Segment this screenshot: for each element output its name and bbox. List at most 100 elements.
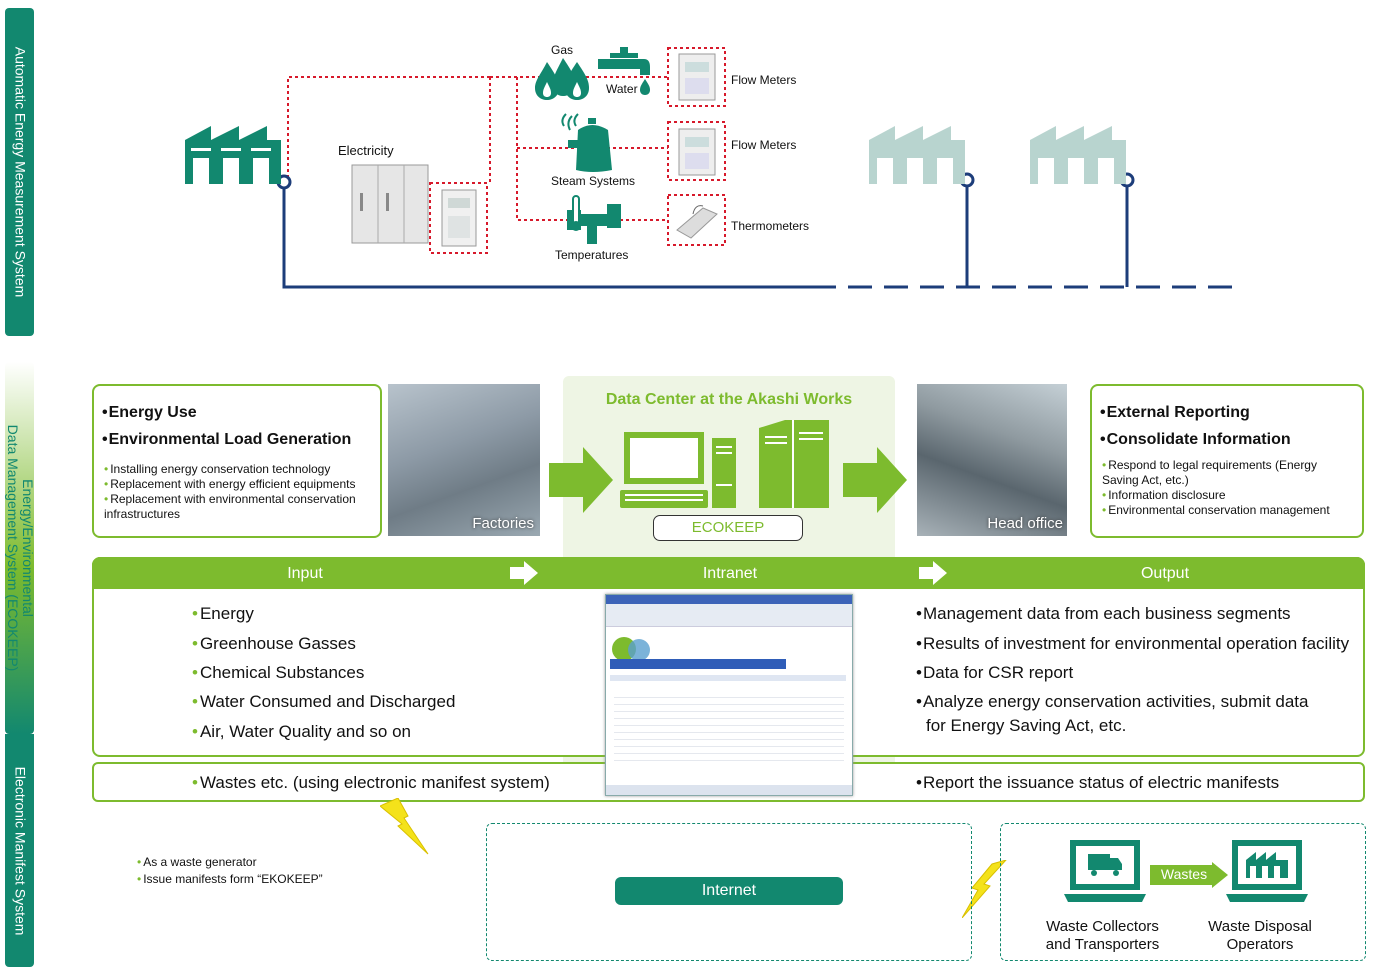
truck-laptop-icon — [1064, 840, 1146, 902]
collectors-label: Waste Collectors and Transporters — [1030, 918, 1175, 954]
list-item: Chemical Substances — [192, 663, 364, 683]
power-meter-icon — [441, 189, 477, 247]
list-item: Information disclosure — [1102, 488, 1327, 503]
wastes-arrow-icon — [1150, 862, 1228, 888]
generator-note: As a waste generator Issue manifests for… — [137, 854, 323, 888]
factories-photo: Factories — [388, 384, 540, 536]
side-label-manifest-text: Electronic Manifest System — [12, 766, 28, 935]
external-reporting-heading: External Reporting — [1100, 404, 1250, 422]
list-item: Replacement with energy efficient equipm… — [104, 477, 374, 492]
list-item: Energy — [192, 604, 254, 624]
computer-icon — [620, 432, 736, 508]
list-item: Greenhouse Gasses — [192, 634, 356, 654]
list-item: Management data from each business segme… — [916, 604, 1291, 624]
browser-titlebar — [606, 595, 852, 604]
input-item-text: Greenhouse Gasses — [199, 634, 356, 653]
energy-use-heading-text: Energy Use — [108, 404, 197, 421]
waste-output-item: Report the issuance status of electric m… — [916, 773, 1279, 793]
water-faucet-icon — [598, 47, 650, 95]
consolidate-heading: Consolidate Information — [1100, 431, 1291, 449]
list-item-continued: for Energy Saving Act, etc. — [926, 716, 1127, 735]
data-center-title: Data Center at the Akashi Works — [605, 391, 853, 408]
flow-meters-label-2: Flow Meters — [731, 138, 797, 152]
waste-output-text: Report the issuance status of electric m… — [922, 773, 1280, 792]
waste-input-item: Wastes etc. (using electronic manifest s… — [192, 773, 550, 793]
factory-icon-2 — [869, 126, 965, 184]
server-rack-icon — [759, 420, 829, 508]
steam-system-icon — [561, 113, 612, 172]
flow-meters-label-1: Flow Meters — [731, 73, 797, 87]
input-header: Input — [287, 565, 323, 582]
water-label: Water — [606, 82, 638, 96]
temperatures-label: Temperatures — [555, 248, 629, 262]
input-item-text: Water Consumed and Discharged — [199, 692, 456, 711]
list-item: Respond to legal requirements (Energy Sa… — [1102, 458, 1327, 488]
factories-photo-label: Factories — [472, 515, 534, 532]
side-label-ecokeep: Energy/Environmental Data Management Sys… — [4, 362, 36, 734]
list-item: As a waste generator — [137, 854, 323, 871]
input-item-text: Air, Water Quality and so on — [199, 722, 411, 741]
head-office-photo-label: Head office — [987, 515, 1063, 532]
output-item-text: Management data from each business segme… — [922, 604, 1291, 623]
arrow-right-icon — [510, 561, 538, 585]
output-item-text: Data for CSR report — [922, 663, 1074, 682]
browser-toolbar — [606, 604, 852, 627]
internet-zone — [486, 823, 972, 961]
gas-flame-icon — [535, 58, 589, 100]
io-header-bar — [92, 557, 1365, 589]
waste-partners-zone — [1000, 823, 1366, 961]
arrow-right-icon — [919, 561, 947, 585]
side-label-manifest: Electronic Manifest System — [5, 734, 34, 967]
arrow-right-icon — [549, 447, 613, 513]
electricity-label: Electricity — [338, 143, 394, 158]
steam-systems-label: Steam Systems — [551, 174, 636, 188]
collectors-label-line2: and Transporters — [1045, 936, 1160, 953]
page-nav-bar — [610, 659, 786, 669]
environmental-load-heading-text: Environmental Load Generation — [108, 431, 352, 448]
flow-meter-device-2 — [678, 128, 716, 176]
list-item: Air, Water Quality and so on — [192, 722, 411, 742]
flow-meter-device-1 — [678, 53, 716, 101]
external-reporting-heading-text: External Reporting — [1106, 404, 1250, 421]
disposal-label-line2: Operators — [1226, 936, 1294, 953]
thermometers-label: Thermometers — [731, 219, 810, 233]
electricity-cabinet-icon — [351, 164, 429, 244]
energy-use-box: Energy Use Environmental Load Generation… — [92, 384, 382, 538]
arrow-right-icon — [843, 447, 907, 513]
external-reporting-box: External Reporting Consolidate Informati… — [1090, 384, 1364, 538]
consolidate-heading-text: Consolidate Information — [1106, 431, 1291, 448]
gas-label: Gas — [551, 43, 574, 57]
list-item: Analyze energy conservation activities, … — [916, 692, 1308, 712]
factory-main-icon — [185, 126, 281, 184]
ecokeep-label: ECOKEEP — [653, 515, 803, 541]
list-item: Data for CSR report — [916, 663, 1073, 683]
energy-use-heading: Energy Use — [102, 404, 197, 422]
page-content-lines — [614, 691, 844, 761]
waste-input-text: Wastes etc. (using electronic manifest s… — [199, 773, 550, 792]
head-office-photo: Head office — [917, 384, 1067, 536]
factory-laptop-icon — [1226, 840, 1308, 902]
energy-measures-list: Installing energy conservation technolog… — [104, 462, 374, 522]
side-label-ecokeep-line2: Data Management System (ECOKEEP) — [4, 424, 21, 672]
disposal-label-line1: Waste Disposal — [1208, 918, 1312, 935]
temperature-pipe-icon — [567, 195, 621, 244]
output-item-text: Results of investment for environmental … — [922, 634, 1350, 653]
wastes-label: Wastes — [1160, 866, 1208, 882]
page-logo-2 — [628, 639, 650, 661]
side-label-ecokeep-text: Energy/Environmental Data Management Sys… — [4, 424, 36, 672]
side-label-ecokeep-line1: Energy/Environmental — [19, 479, 36, 617]
output-item-text: Analyze energy conservation activities, … — [922, 692, 1309, 711]
side-label-measurement: Automatic Energy Measurement System — [5, 8, 34, 336]
internet-label: Internet — [615, 877, 843, 905]
page-subbar — [610, 675, 846, 681]
list-item: Issue manifests form “EKOKEEP” — [137, 871, 322, 888]
list-item: Replacement with environmental conservat… — [104, 492, 374, 522]
list-item: Results of investment for environmental … — [916, 634, 1349, 654]
output-header: Output — [1140, 565, 1190, 582]
factory-icon-3 — [1030, 126, 1126, 184]
reporting-list: Respond to legal requirements (Energy Sa… — [1102, 458, 1330, 518]
input-item-text: Energy — [199, 604, 254, 623]
list-item: Environmental conservation management — [1102, 503, 1329, 518]
lightning-icon — [962, 860, 1007, 918]
list-item: Water Consumed and Discharged — [192, 692, 455, 712]
